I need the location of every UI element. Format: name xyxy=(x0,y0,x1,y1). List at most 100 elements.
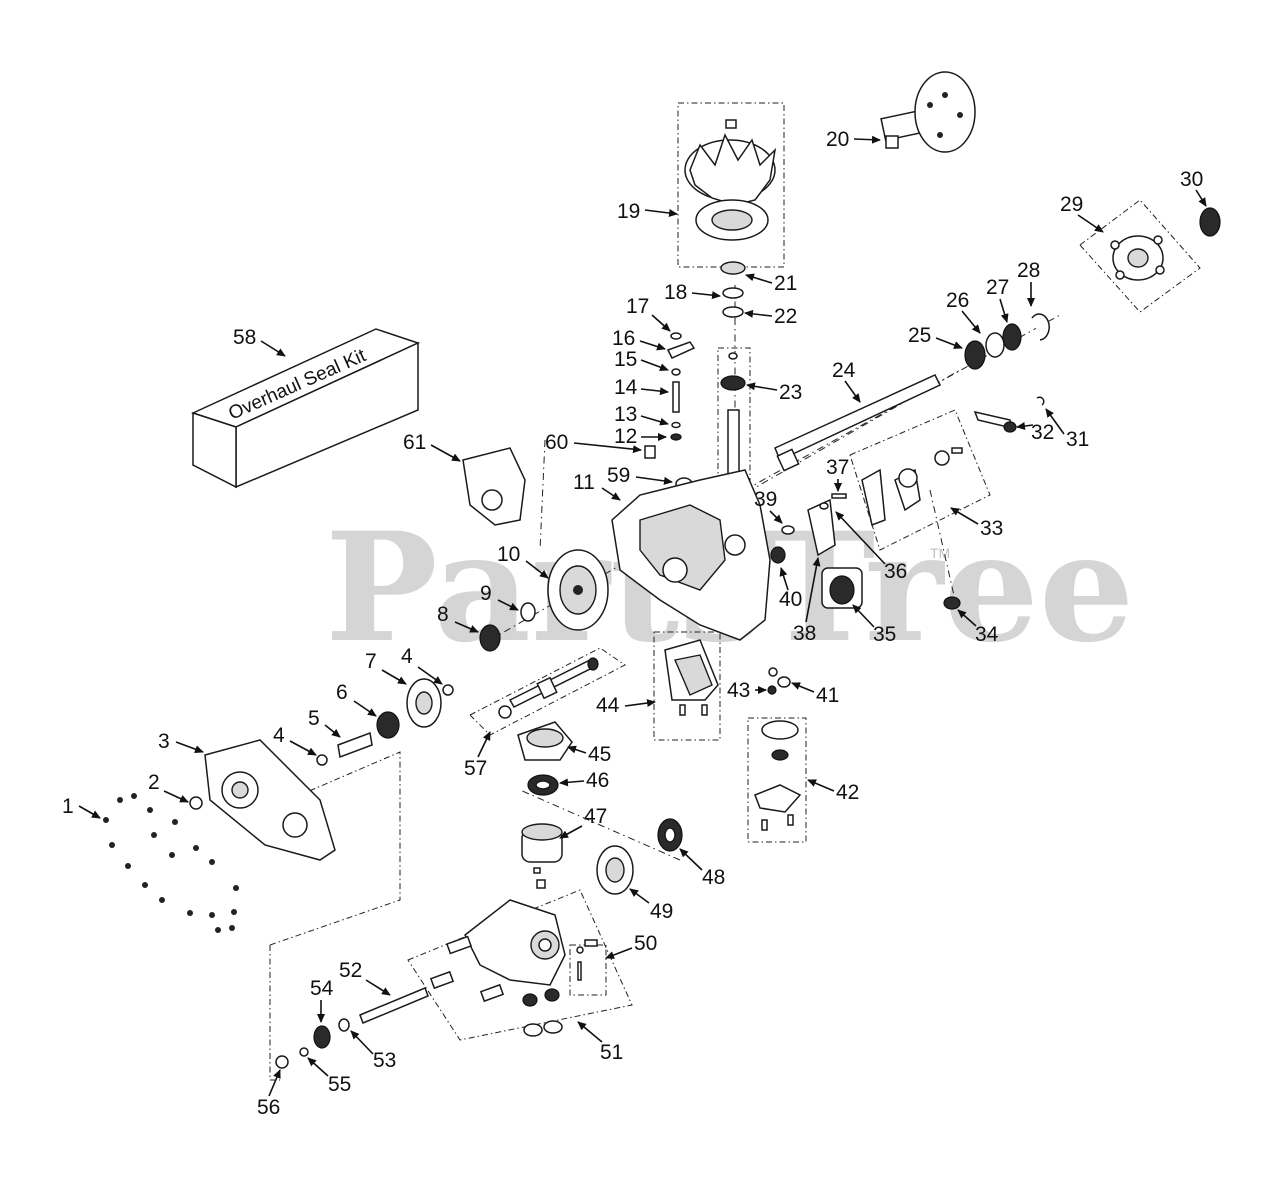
svg-text:59: 59 xyxy=(607,464,630,487)
callout-45: 45 xyxy=(567,743,611,766)
svg-text:52: 52 xyxy=(339,959,362,982)
callout-5: 5 xyxy=(308,707,341,738)
callout-24: 24 xyxy=(832,359,861,403)
svg-text:24: 24 xyxy=(832,359,856,382)
svg-text:7: 7 xyxy=(365,650,377,673)
svg-text:3: 3 xyxy=(158,730,170,753)
pulley-hardware xyxy=(720,261,746,318)
callout-4-lower: 4 xyxy=(273,724,317,756)
svg-text:19: 19 xyxy=(617,200,640,223)
fan-pulley xyxy=(684,119,777,241)
axle-shaft xyxy=(774,374,942,472)
baffle-cover xyxy=(664,639,719,716)
callout-11: 11 xyxy=(573,471,621,501)
svg-text:12: 12 xyxy=(614,425,637,448)
svg-text:34: 34 xyxy=(975,623,999,646)
callout-34: 34 xyxy=(957,609,999,646)
center-section xyxy=(429,899,598,1037)
callout-30: 30 xyxy=(1180,168,1207,207)
callout-43: 43 xyxy=(727,679,767,702)
svg-text:32: 32 xyxy=(1031,421,1054,444)
output-shaft xyxy=(275,987,429,1069)
case-guide xyxy=(269,751,401,946)
callout-44: 44 xyxy=(596,694,656,717)
svg-text:25: 25 xyxy=(908,324,931,347)
side-cover xyxy=(462,447,526,526)
callout-52: 52 xyxy=(339,959,391,996)
svg-text:37: 37 xyxy=(826,456,849,479)
watermark-trademark: TM xyxy=(930,545,950,561)
callout-13: 13 xyxy=(614,403,669,426)
svg-text:54: 54 xyxy=(310,977,334,1000)
input-shaft xyxy=(720,352,746,481)
svg-text:38: 38 xyxy=(793,622,816,645)
main-housing xyxy=(611,469,771,641)
callout-1: 1 xyxy=(62,795,101,819)
callout-15: 15 xyxy=(614,348,669,371)
svg-text:51: 51 xyxy=(600,1041,623,1064)
callout-58: 58 xyxy=(233,326,286,357)
svg-text:10: 10 xyxy=(497,543,520,566)
svg-text:49: 49 xyxy=(650,900,673,923)
svg-text:61: 61 xyxy=(403,431,426,454)
callout-32: 32 xyxy=(1016,421,1054,444)
svg-text:26: 26 xyxy=(946,289,969,312)
filter-group-box xyxy=(747,717,807,843)
svg-text:29: 29 xyxy=(1060,193,1083,216)
svg-text:47: 47 xyxy=(584,805,607,828)
callout-23: 23 xyxy=(746,381,802,404)
differential-shaft-box xyxy=(469,647,626,736)
hub-flange xyxy=(880,71,976,153)
callout-16: 16 xyxy=(612,327,666,351)
fittings xyxy=(767,667,791,695)
svg-text:35: 35 xyxy=(873,623,896,646)
callout-22: 22 xyxy=(744,305,797,328)
callout-2: 2 xyxy=(148,771,189,803)
callout-38: 38 xyxy=(793,557,821,645)
callout-47: 47 xyxy=(559,805,607,839)
callout-10: 10 xyxy=(497,543,549,579)
svg-text:11: 11 xyxy=(573,471,595,494)
axle-seals xyxy=(964,313,1050,370)
callout-18: 18 xyxy=(664,281,721,304)
check-valve-box xyxy=(569,944,607,996)
spring-axis-line xyxy=(929,489,956,601)
svg-text:41: 41 xyxy=(816,684,839,707)
callout-35: 35 xyxy=(852,604,896,646)
bearing-washer xyxy=(479,602,536,652)
callout-9: 9 xyxy=(480,582,519,611)
callout-12: 12 xyxy=(614,425,667,448)
callout-41: 41 xyxy=(791,682,839,707)
pump-axis-line xyxy=(519,789,681,861)
callout-19: 19 xyxy=(617,200,678,223)
output-shaft-guide xyxy=(269,945,280,1081)
callout-49: 49 xyxy=(629,888,673,923)
svg-text:22: 22 xyxy=(774,305,797,328)
wheel-hub xyxy=(1110,207,1221,281)
svg-text:2: 2 xyxy=(148,771,160,794)
svg-text:9: 9 xyxy=(480,582,492,605)
svg-text:39: 39 xyxy=(754,488,777,511)
side-cover-guide xyxy=(539,439,546,551)
oil-filter xyxy=(821,567,863,609)
svg-text:43: 43 xyxy=(727,679,750,702)
main-axis-line xyxy=(489,369,961,641)
callout-54: 54 xyxy=(310,977,334,1023)
callout-31: 31 xyxy=(1045,408,1089,451)
svg-text:5: 5 xyxy=(308,707,320,730)
svg-text:56: 56 xyxy=(257,1096,280,1119)
bracket-group-box xyxy=(849,409,991,551)
callout-61: 61 xyxy=(403,431,461,462)
callout-53: 53 xyxy=(350,1030,396,1072)
callout-25: 25 xyxy=(908,324,963,349)
callout-60: 60 xyxy=(545,431,642,454)
svg-text:31: 31 xyxy=(1066,428,1089,451)
svg-text:53: 53 xyxy=(373,1049,396,1072)
callout-36: 36 xyxy=(835,511,907,583)
callout-21: 21 xyxy=(745,272,797,295)
svg-text:8: 8 xyxy=(437,603,449,626)
svg-text:40: 40 xyxy=(779,588,802,611)
callout-37: 37 xyxy=(826,456,849,492)
arm-and-clip xyxy=(973,396,1045,433)
